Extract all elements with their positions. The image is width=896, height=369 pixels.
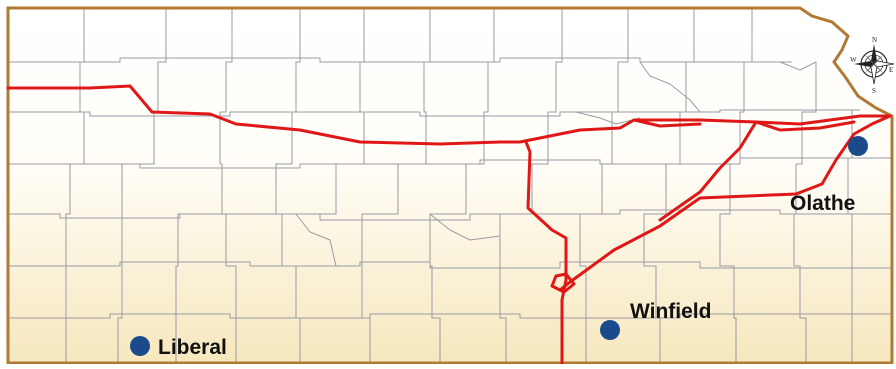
city-label-olathe: Olathe — [790, 192, 855, 215]
compass-rose-icon: N S E W — [850, 36, 895, 95]
route-loop-east — [754, 120, 856, 132]
route-central-south — [524, 140, 568, 366]
city-marker-liberal — [130, 336, 150, 356]
compass-south-label: S — [872, 87, 876, 95]
city-markers: Liberal Winfield Olathe — [130, 136, 868, 359]
pipeline-routes — [6, 84, 892, 366]
compass-north-label: N — [872, 36, 877, 44]
route-loop-small — [550, 272, 576, 294]
county-boundaries — [8, 8, 892, 363]
route-upper-branch — [632, 118, 702, 128]
route-diagonal-southwest — [558, 114, 892, 292]
compass-west-label: W — [850, 56, 857, 64]
state-border — [6, 6, 894, 365]
state-area — [8, 8, 892, 363]
city-label-winfield: Winfield — [630, 300, 711, 323]
city-label-liberal: Liberal — [158, 336, 227, 359]
compass-east-label: E — [889, 66, 893, 74]
city-marker-olathe — [848, 136, 868, 156]
route-diagonal-branch — [658, 120, 758, 222]
city-marker-winfield — [600, 320, 620, 340]
